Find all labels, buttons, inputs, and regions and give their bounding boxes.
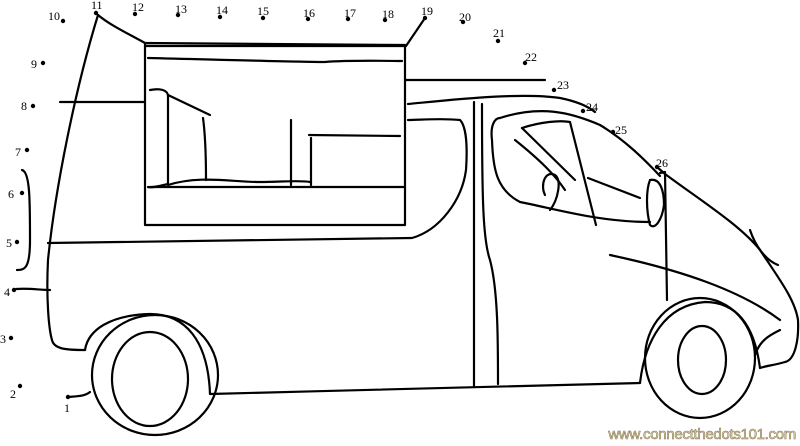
dot-3[interactable] [8, 335, 14, 341]
dot-label-15: 15 [257, 4, 269, 18]
dot-20[interactable] [460, 19, 466, 25]
dot-label-25: 25 [615, 123, 627, 137]
dot-10[interactable] [60, 18, 66, 24]
dot-label-9: 9 [31, 57, 37, 71]
dot-label-21: 21 [493, 26, 505, 40]
dot-label-17: 17 [344, 6, 356, 20]
dot-22[interactable] [522, 60, 528, 66]
dot-25[interactable] [610, 129, 616, 135]
dot-26[interactable] [654, 164, 660, 170]
dot-2[interactable] [17, 383, 23, 389]
van-outline [14, 13, 800, 437]
dot-label-3: 3 [0, 332, 6, 346]
dot-label-23: 23 [557, 78, 569, 92]
dot-8[interactable] [30, 103, 36, 109]
dot-label-20: 20 [459, 10, 471, 24]
dot-label-1: 1 [64, 401, 70, 415]
dot-24[interactable] [580, 108, 586, 114]
dot-label-19: 19 [421, 4, 433, 18]
front-rim [676, 324, 728, 396]
rear-rim [110, 330, 190, 428]
dot-label-5: 5 [6, 236, 12, 250]
dot-label-10: 10 [48, 9, 60, 23]
dot-label-6: 6 [8, 187, 14, 201]
dot-16[interactable] [305, 16, 311, 22]
dot-18[interactable] [382, 17, 388, 23]
dot-23[interactable] [551, 87, 557, 93]
watermark: www.connectthedots101.com [608, 426, 797, 444]
dot-13[interactable] [175, 12, 181, 18]
dot-label-4: 4 [4, 285, 10, 299]
dot-17[interactable] [345, 16, 351, 22]
dot-label-14: 14 [216, 3, 228, 17]
dot-label-12: 12 [132, 0, 144, 14]
dot-6[interactable] [19, 190, 25, 196]
dot-label-18: 18 [382, 7, 394, 21]
dot-label-16: 16 [303, 6, 315, 20]
dot-label-13: 13 [175, 2, 187, 16]
dot-9[interactable] [40, 60, 46, 66]
dot-label-8: 8 [21, 99, 27, 113]
dot-11[interactable] [93, 10, 99, 16]
dot-19[interactable] [422, 15, 428, 21]
dot-7[interactable] [24, 147, 30, 153]
dot-label-7: 7 [15, 145, 21, 159]
dot-4[interactable] [11, 287, 17, 293]
dot-label-24: 24 [586, 100, 598, 114]
dot-label-11: 11 [91, 0, 103, 12]
dot-21[interactable] [495, 38, 501, 44]
rear-tire [90, 313, 220, 437]
front-tire [643, 296, 757, 420]
dot-15[interactable] [260, 15, 266, 21]
dot-label-22: 22 [525, 50, 537, 64]
dot-1[interactable] [65, 394, 71, 400]
dot-12[interactable] [132, 11, 138, 17]
dot-5[interactable] [14, 239, 20, 245]
dot-14[interactable] [217, 14, 223, 20]
dot-label-2: 2 [10, 387, 16, 401]
dot-label-26: 26 [656, 156, 668, 170]
